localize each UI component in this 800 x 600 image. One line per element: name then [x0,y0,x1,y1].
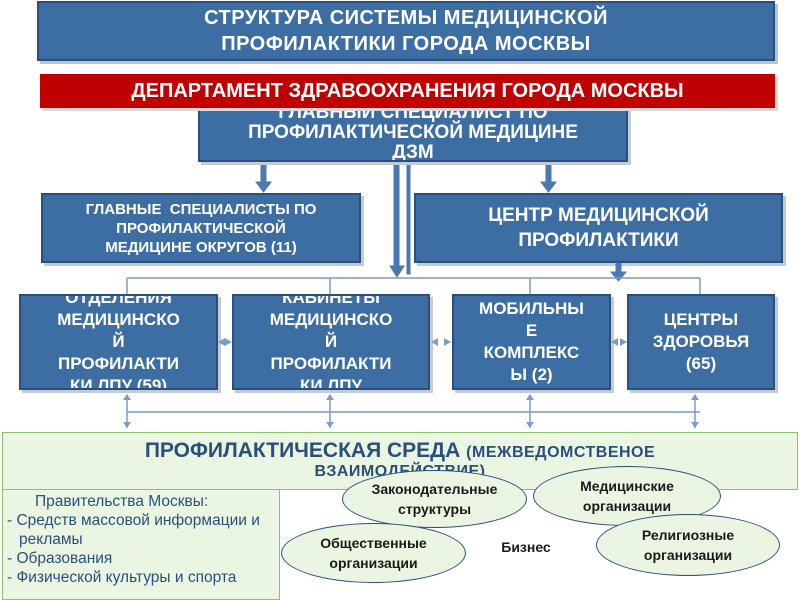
government-item: - Образования [7,550,113,567]
chief-specialist-box: ГЛАВНЫЙ СПЕЦИАЛИСТ ПО ПРОФИЛАКТИЧЕСКОЙ М… [198,104,628,162]
unit-line: ЗДОРОВЬЯ [652,332,750,351]
prevention-center-box: ЦЕНТР МЕДИЦИНСКОЙ ПРОФИЛАКТИКИ [414,193,783,263]
unit-line: Е [525,321,538,340]
environment-subtitle: (МЕЖВЕДОМСТВЕНОЕ [466,444,656,461]
center-line-2: ПРОФИЛАКТИКИ [518,230,679,251]
unit-health-centers-box: ЦЕНТРЫ ЗДОРОВЬЯ (65) [627,294,775,390]
unit-line: ПРОФИЛАКТИ [58,354,179,373]
ellipse-line: Медицинские [580,478,674,494]
government-item: - Физической культуры и спорта [7,569,237,586]
district-line-1: ГЛАВНЫЕ СПЕЦИАЛИСТЫ ПО [85,200,317,218]
title-line-1: СТРУКТУРА СИСТЕМЫ МЕДИЦИНСКОЙ [204,7,608,29]
government-box: Правительства Москвы: - Средств массовой… [2,489,280,600]
ellipse-line: организации [582,498,672,514]
unit-line: МЕДИЦИНСКО [269,310,393,329]
unit-line: Й [324,332,338,351]
ellipse-legislative: Законодательные структуры [342,470,527,528]
government-title: Правительства Москвы: [35,493,209,510]
title-line-2: ПРОФИЛАКТИКИ ГОРОДА МОСКВЫ [221,33,591,55]
unit-departments-box: ОТДЕЛЕНИЯ МЕДИЦИНСКО Й ПРОФИЛАКТИ КИ ЛПУ… [19,294,218,390]
unit-mobile-complexes-box: МОБИЛЬНЫ Е КОМПЛЕКС Ы (2) [452,294,611,390]
ellipse-line: Религиозные [641,527,735,543]
government-item: - Средств массовой информации и рекламы [7,512,260,548]
ellipse-line: структуры [397,501,472,517]
unit-line: Ы (2) [510,365,553,384]
center-line-1: ЦЕНТР МЕДИЦИНСКОЙ [488,205,709,226]
environment-title-main: ПРОФИЛАКТИЧЕСКАЯ СРЕДА [144,439,461,462]
unit-offices-box: КАБИНЕТЫ МЕДИЦИНСКО Й ПРОФИЛАКТИ КИ ЛПУ [232,294,430,390]
unit-line: МОБИЛЬНЫ [479,299,584,318]
chief-line-3: ДЗМ [392,142,434,162]
chief-line-2: ПРОФИЛАКТИЧЕСКОЙ МЕДИЦИНЕ [248,122,578,143]
unit-line: КИ ЛПУ [299,376,363,390]
ellipse-line: организации [643,547,733,563]
business-label: Бизнес [501,539,551,555]
chief-line-1: ГЛАВНЫЙ СПЕЦИАЛИСТ ПО [278,104,548,123]
district-specialists-box: ГЛАВНЫЕ СПЕЦИАЛИСТЫ ПО ПРОФИЛАКТИЧЕСКОЙ … [41,193,361,263]
district-line-2: ПРОФИЛАКТИЧЕСКОЙ [116,219,286,237]
ellipse-line: Законодательные [371,481,498,497]
unit-line: КИ ЛПУ (59) [70,376,167,390]
ellipse-line: Общественные [320,535,427,551]
diagram-title: СТРУКТУРА СИСТЕМЫ МЕДИЦИНСКОЙ ПРОФИЛАКТИ… [37,1,775,61]
district-line-3: МЕДИЦИНЕ ОКРУГОВ (11) [105,238,297,256]
ellipse-line: организации [329,555,418,571]
department-box: ДЕПАРТАМЕНТ ЗДРАВООХРАНЕНИЯ ГОРОДА МОСКВ… [40,74,775,108]
unit-line: МЕДИЦИНСКО [57,310,180,329]
unit-line: (65) [685,354,717,373]
unit-line: ПРОФИЛАКТИ [270,354,392,373]
ellipse-religious: Религиозные организации [596,514,780,576]
unit-line: Й [112,332,125,351]
unit-line: ОТДЕЛЕНИЯ [65,294,172,307]
department-label: ДЕПАРТАМЕНТ ЗДРАВООХРАНЕНИЯ ГОРОДА МОСКВ… [131,79,684,102]
environment-title: ПРОФИЛАКТИЧЕСКАЯ СРЕДА (МЕЖВЕДОМСТВЕНОЕ [0,438,800,465]
unit-line: КАБИНЕТЫ [282,294,380,307]
ellipse-public: Общественные организации [281,523,466,583]
unit-line: КОМПЛЕКС [483,343,580,362]
unit-line: ЦЕНТРЫ [663,310,739,329]
